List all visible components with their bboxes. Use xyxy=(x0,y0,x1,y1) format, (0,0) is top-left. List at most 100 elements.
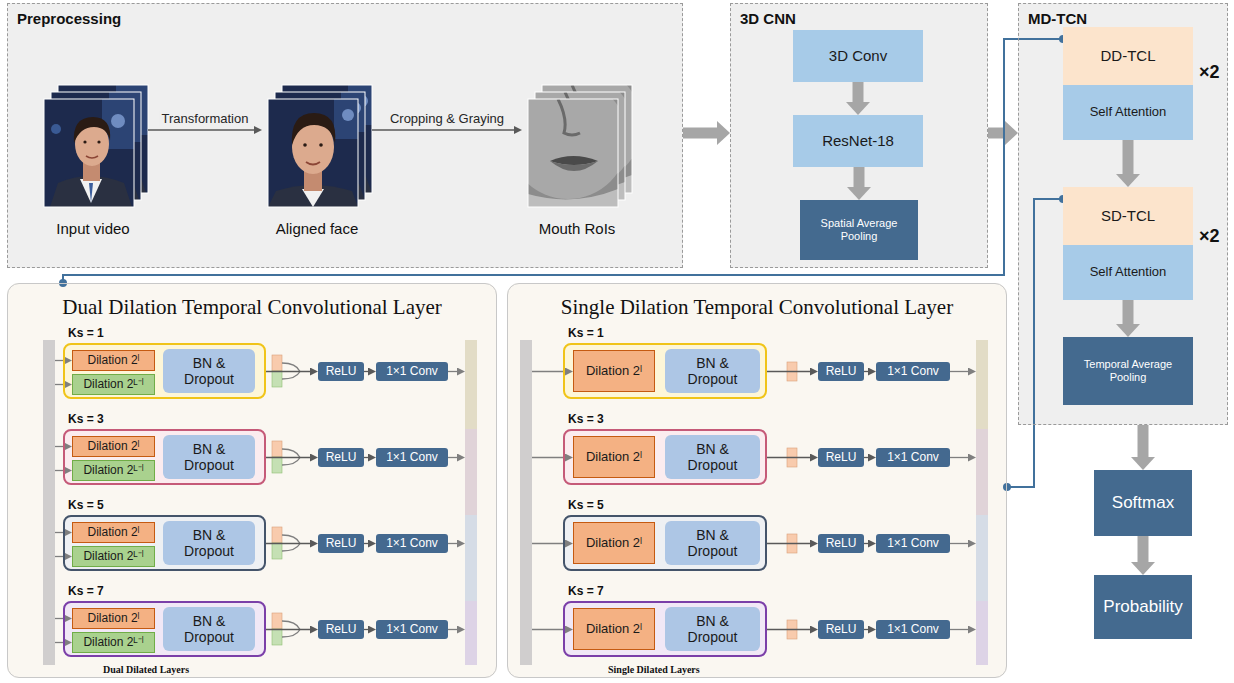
node-label: 3D Conv xyxy=(829,47,887,64)
edge-label: Transformation xyxy=(160,111,251,126)
node-label: Self Attention xyxy=(1090,105,1167,120)
node-label: ReLU xyxy=(826,623,857,637)
node-label: Dilation 2ᴸ⁻ˡ xyxy=(83,550,143,564)
branch-wiring xyxy=(55,343,968,657)
detail-panel: Single Dilation Temporal Convolutional L… xyxy=(507,283,1007,678)
flow-arrow xyxy=(372,129,514,130)
process-box: Dilation 2ᴸ⁻ˡ xyxy=(72,546,155,567)
process-box: Temporal Average Pooling xyxy=(1063,337,1193,405)
process-box: ReLU xyxy=(318,448,364,467)
node-label: Dilation 2ˡ xyxy=(586,364,642,379)
node-label: Dilation 2ˡ xyxy=(586,536,642,551)
output-arrow xyxy=(950,457,968,458)
node-label: Dilation 2ˡ xyxy=(88,526,140,540)
node-label: 1×1 Conv xyxy=(887,537,939,551)
process-box: 1×1 Conv xyxy=(876,362,950,381)
branch-box: Ks = 3Dilation 2ˡDilation 2ᴸ⁻ˡBN & Dropo… xyxy=(63,429,266,485)
connectors xyxy=(63,39,1143,630)
panel-ground xyxy=(730,3,988,268)
concat-block xyxy=(272,543,282,559)
node-label: Dilation 2ˡ xyxy=(88,440,140,454)
node-label: BN & Dropout xyxy=(681,613,745,645)
node-label: BN & Dropout xyxy=(177,527,241,559)
flow-arrow xyxy=(853,82,864,102)
edge-label: Cropping & Graying xyxy=(388,111,506,126)
flow-arrow xyxy=(148,129,254,130)
branch-box: Ks = 7Dilation 2ˡBN & Dropout xyxy=(563,601,767,657)
node-label: ReLU xyxy=(826,365,857,379)
panel-caption: Single Dilated Layers xyxy=(608,664,700,675)
process-box: 1×1 Conv xyxy=(376,448,448,467)
node-label: 1×1 Conv xyxy=(887,623,939,637)
image-caption: Input video xyxy=(26,220,160,237)
input-arrow xyxy=(532,457,565,458)
panel-title: Preprocessing xyxy=(17,10,121,27)
branch-box: Ks = 1Dilation 2ˡBN & Dropout xyxy=(563,343,767,399)
output-arrow xyxy=(950,371,968,372)
node-label: BN & Dropout xyxy=(177,613,241,645)
input-bar xyxy=(43,340,55,665)
process-box: BN & Dropout xyxy=(163,607,255,651)
node-label: BN & Dropout xyxy=(177,441,241,473)
output-arrow xyxy=(950,629,968,630)
branch-box: Ks = 5Dilation 2ˡDilation 2ᴸ⁻ˡBN & Dropo… xyxy=(63,515,266,571)
video-frame xyxy=(268,99,358,207)
kernel-size-label: Ks = 7 xyxy=(568,584,604,598)
output-arrow xyxy=(448,457,457,458)
output-bar xyxy=(976,601,988,665)
node-label: 1×1 Conv xyxy=(386,537,438,551)
node-label: ReLU xyxy=(826,451,857,465)
output-arrow xyxy=(950,543,968,544)
output-bar xyxy=(465,515,477,601)
node-label: ResNet-18 xyxy=(822,132,894,149)
process-box: Softmax xyxy=(1094,470,1192,536)
flow-arrow xyxy=(266,457,310,458)
panel-ground xyxy=(1018,3,1228,425)
process-box: Dilation 2ˡ xyxy=(573,350,655,392)
branch-ground xyxy=(63,515,266,571)
process-box: Self Attention xyxy=(1063,85,1193,140)
process-box: Dilation 2ˡ xyxy=(573,522,655,564)
output-arrow xyxy=(448,629,457,630)
detail-connector xyxy=(1007,199,1063,487)
input-bar xyxy=(520,340,532,665)
process-box: 1×1 Conv xyxy=(376,620,448,639)
process-box: BN & Dropout xyxy=(163,349,255,393)
flow-arrow xyxy=(1138,425,1149,457)
process-box: Dilation 2ˡ xyxy=(573,608,655,650)
process-box: ReLU xyxy=(318,534,364,553)
flow-arrow xyxy=(864,457,868,458)
video-frame xyxy=(44,99,134,207)
process-box: BN & Dropout xyxy=(665,521,760,565)
node-label: Dilation 2ˡ xyxy=(88,612,140,626)
flow-arrow xyxy=(364,457,368,458)
process-box: Self Attention xyxy=(1063,245,1193,300)
process-box: Dilation 2ᴸ⁻ˡ xyxy=(72,460,155,481)
process-box: 1×1 Conv xyxy=(376,362,448,381)
kernel-size-label: Ks = 5 xyxy=(568,498,604,512)
output-arrow xyxy=(448,543,457,544)
process-box: 1×1 Conv xyxy=(876,620,950,639)
kernel-size-label: Ks = 1 xyxy=(68,326,104,340)
panel-title: Dual Dilation Temporal Convolutional Lay… xyxy=(8,295,496,320)
concat-block xyxy=(272,355,282,371)
flow-arrow xyxy=(266,629,310,630)
node-label: ReLU xyxy=(326,365,357,379)
branch-ground xyxy=(563,601,767,657)
process-box: ReLU xyxy=(818,534,864,553)
image-frame: Aligned face xyxy=(262,85,372,237)
node-label: 1×1 Conv xyxy=(887,451,939,465)
node-label: 1×1 Conv xyxy=(386,451,438,465)
panel-ground xyxy=(7,283,497,678)
node-label: Softmax xyxy=(1112,493,1174,513)
flow-arrow xyxy=(767,457,810,458)
process-box: Spatial Average Pooling xyxy=(800,200,918,260)
section-panel: 3D CNN3D ConvResNet-18Spatial Average Po… xyxy=(730,3,988,268)
panel-title: Single Dilation Temporal Convolutional L… xyxy=(508,295,1006,320)
flow-arrow xyxy=(864,543,868,544)
panel-caption: Dual Dilated Layers xyxy=(103,664,189,675)
flow-arrow xyxy=(1123,140,1134,174)
input-arrow xyxy=(532,371,565,372)
frame-edge xyxy=(44,99,134,207)
output-bar xyxy=(976,340,988,429)
